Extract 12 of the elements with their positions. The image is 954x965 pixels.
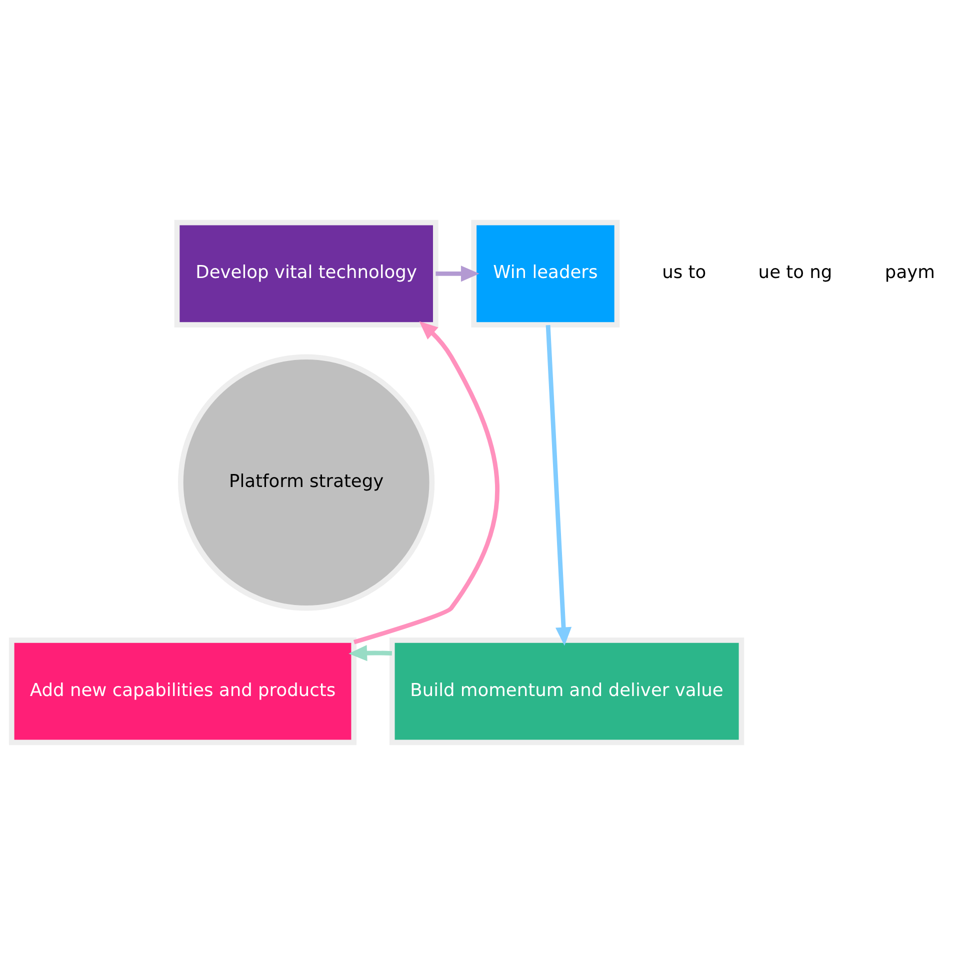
- label: us to: [662, 263, 706, 284]
- node-circle: Platform strategy: [178, 354, 435, 611]
- node-box: Build momentum and deliver value: [389, 638, 744, 746]
- node-box: Develop vital technology: [174, 220, 438, 328]
- node-box: Win leaders: [471, 220, 620, 328]
- label: paym: [884, 263, 935, 284]
- node-box: Add new capabilities and products: [8, 638, 357, 746]
- arrow: [546, 325, 572, 646]
- arrow: [348, 644, 392, 662]
- label: ue to ng: [758, 263, 832, 284]
- arrow: [436, 266, 480, 282]
- arrow: [353, 321, 500, 644]
